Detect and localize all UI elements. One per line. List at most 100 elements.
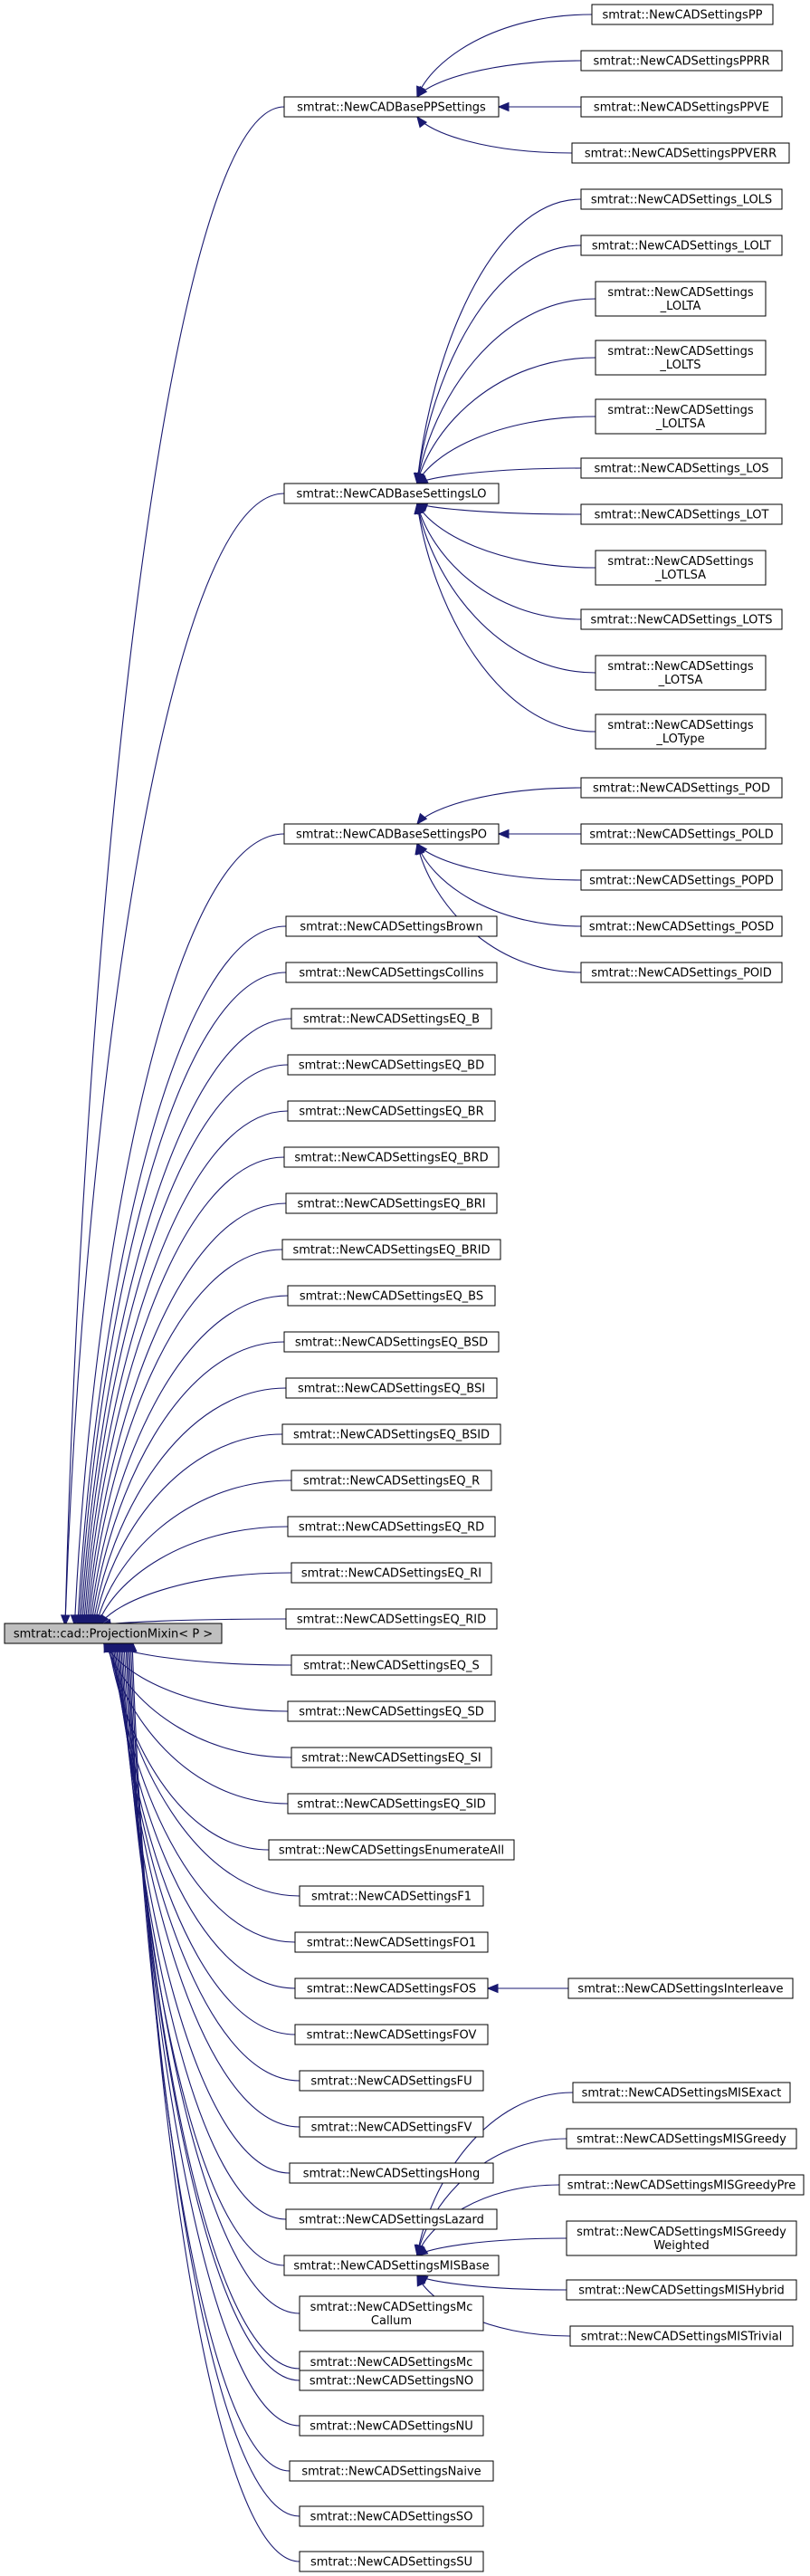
- class-node-smtrat-newcadsettingsfv[interactable]: smtrat::NewCADSettingsFV: [299, 2116, 484, 2138]
- class-node-smtrat-newcadsettings-lotlsa[interactable]: smtrat::NewCADSettings_LOTLSA: [595, 550, 767, 586]
- root-class-node-smtrat-cad-projectionmixin-p[interactable]: smtrat::cad::ProjectionMixin< P >: [4, 1623, 223, 1644]
- class-node-smtrat-newcadsettingsmisgreedy[interactable]: smtrat::NewCADSettingsMISGreedy: [566, 2128, 797, 2150]
- edge-m4: [81, 1064, 289, 1626]
- class-node-smtrat-newcadsettingseq-br[interactable]: smtrat::NewCADSettingsEQ_BR: [287, 1100, 496, 1122]
- class-node-smtrat-newcadsettingseq-bsd[interactable]: smtrat::NewCADSettingsEQ_BSD: [283, 1331, 500, 1353]
- class-name-label: smtrat::NewCADSettingsEQ_BSID: [293, 1429, 490, 1442]
- class-node-smtrat-newcadsettingsmisexact[interactable]: smtrat::NewCADSettingsMISExact: [572, 2082, 791, 2103]
- class-node-smtrat-newcadsettings-posd[interactable]: smtrat::NewCADSettings_POSD: [580, 915, 783, 937]
- class-node-smtrat-newcadsettingslazard[interactable]: smtrat::NewCADSettingsLazard: [285, 2208, 498, 2230]
- class-node-smtrat-newcadsettings-los[interactable]: smtrat::NewCADSettings_LOS: [580, 457, 783, 479]
- class-node-smtrat-newcadsettings-pold[interactable]: smtrat::NewCADSettings_POLD: [580, 823, 783, 845]
- class-node-smtrat-newcadsettingsmistrivial[interactable]: smtrat::NewCADSettingsMISTrivial: [569, 2325, 794, 2347]
- class-node-smtrat-newcadsettings-lols[interactable]: smtrat::NewCADSettings_LOLS: [580, 188, 783, 210]
- class-node-smtrat-newcadsettingscollins[interactable]: smtrat::NewCADSettingsCollins: [285, 962, 498, 983]
- class-box: [285, 1192, 498, 1214]
- class-node-smtrat-newcadsettingseq-sid[interactable]: smtrat::NewCADSettingsEQ_SID: [287, 1793, 496, 1815]
- class-node-smtrat-newcadsettings-lots[interactable]: smtrat::NewCADSettings_LOTS: [580, 608, 783, 630]
- class-node-smtrat-newcadbasesettingslo[interactable]: smtrat::NewCADBaseSettingsLO: [283, 483, 500, 504]
- class-node-smtrat-newcadsettingseq-rd[interactable]: smtrat::NewCADSettingsEQ_RD: [287, 1516, 496, 1537]
- class-box: [294, 1931, 489, 1953]
- class-node-smtrat-newcadsettings-popd[interactable]: smtrat::NewCADSettings_POPD: [580, 869, 783, 891]
- class-node-smtrat-newcadsettings-lolta[interactable]: smtrat::NewCADSettings_LOLTA: [595, 281, 767, 317]
- class-node-smtrat-newcadsettingseq-bsid[interactable]: smtrat::NewCADSettingsEQ_BSID: [281, 1423, 501, 1445]
- class-name-label: smtrat::NewCADSettingsEQ_BS: [300, 1290, 483, 1304]
- class-node-smtrat-newcadbaseppsettings[interactable]: smtrat::NewCADBasePPSettings: [283, 96, 500, 118]
- class-node-smtrat-newcadsettingseq-ri[interactable]: smtrat::NewCADSettingsEQ_RI: [291, 1562, 492, 1584]
- class-node-smtrat-newcadsettingseq-bri[interactable]: smtrat::NewCADSettingsEQ_BRI: [285, 1192, 498, 1214]
- class-node-smtrat-newcadsettingshong[interactable]: smtrat::NewCADSettingsHong: [289, 2162, 494, 2184]
- arrowhead-m35: [128, 1640, 138, 1652]
- class-name-label: smtrat::NewCADSettingsEQ_BR: [299, 1106, 483, 1119]
- class-node-smtrat-newcadsettings-lolt[interactable]: smtrat::NewCADSettings_LOLT: [580, 235, 783, 256]
- class-node-smtrat-newcadsettingseq-brid[interactable]: smtrat::NewCADSettingsEQ_BRID: [281, 1239, 501, 1260]
- class-node-smtrat-newcadsettingspprr[interactable]: smtrat::NewCADSettingsPPRR: [580, 50, 783, 72]
- class-node-smtrat-newcadsettingseq-b[interactable]: smtrat::NewCADSettingsEQ_B: [291, 1008, 492, 1029]
- class-node-smtrat-newcadsettingsno[interactable]: smtrat::NewCADSettingsNO: [299, 2370, 484, 2391]
- class-node-smtrat-newcadsettingseq-s[interactable]: smtrat::NewCADSettingsEQ_S: [291, 1654, 492, 1676]
- class-node-smtrat-newcadsettingseq-si[interactable]: smtrat::NewCADSettingsEQ_SI: [291, 1747, 492, 1768]
- class-node-smtrat-newcadsettingsmisbase[interactable]: smtrat::NewCADSettingsMISBase: [283, 2255, 500, 2276]
- class-name-label: _LOTLSA: [654, 569, 706, 582]
- class-node-smtrat-newcadsettingspp[interactable]: smtrat::NewCADSettingsPP: [591, 4, 774, 25]
- class-box: [268, 1839, 515, 1861]
- class-node-smtrat-newcadsettingseq-bsi[interactable]: smtrat::NewCADSettingsEQ_BSI: [285, 1377, 498, 1399]
- class-node-smtrat-newcadsettings-lotype[interactable]: smtrat::NewCADSettings_LOType: [595, 713, 767, 750]
- class-box: [580, 188, 783, 210]
- class-node-smtrat-newcadsettings-pold[interactable]: smtrat::NewCADSettings_POlD: [580, 962, 783, 983]
- class-node-smtrat-newcadsettingseq-rid[interactable]: smtrat::NewCADSettingsEQ_RID: [285, 1608, 498, 1630]
- class-name-label: smtrat::NewCADSettings_POLD: [589, 828, 773, 842]
- edge-po: [73, 833, 285, 1626]
- class-box: [283, 483, 500, 504]
- class-node-smtrat-newcadsettingsppve[interactable]: smtrat::NewCADSettingsPPVE: [580, 96, 783, 118]
- class-node-smtrat-newcadsettingsnu[interactable]: smtrat::NewCADSettingsNU: [299, 2415, 484, 2437]
- class-node-smtrat-newcadsettingseq-sd[interactable]: smtrat::NewCADSettingsEQ_SD: [287, 1700, 496, 1722]
- class-node-smtrat-newcadsettingseq-r[interactable]: smtrat::NewCADSettingsEQ_R: [291, 1470, 492, 1491]
- class-box: [569, 2325, 794, 2347]
- class-node-smtrat-newcadsettingsfu[interactable]: smtrat::NewCADSettingsFU: [299, 2070, 484, 2092]
- class-node-smtrat-newcadsettingseq-bd[interactable]: smtrat::NewCADSettingsEQ_BD: [287, 1054, 496, 1076]
- class-box: [287, 1793, 496, 1815]
- class-node-smtrat-newcadsettings-lot[interactable]: smtrat::NewCADSettings_LOT: [580, 503, 783, 525]
- edge-po4: [416, 843, 582, 927]
- class-node-smtrat-newcadsettingseq-bs[interactable]: smtrat::NewCADSettingsEQ_BS: [287, 1285, 496, 1307]
- class-name-label: smtrat::NewCADSettingsMISGreedyPre: [567, 2179, 796, 2193]
- class-box: [283, 1146, 500, 1168]
- class-node-smtrat-newcadsettings-lolts[interactable]: smtrat::NewCADSettings_LOLTS: [595, 340, 767, 376]
- class-name-label: _LOTSA: [658, 674, 703, 687]
- class-node-smtrat-newcadsettings-pod[interactable]: smtrat::NewCADSettings_POD: [580, 777, 783, 799]
- class-name-label: smtrat::NewCADSettings_POD: [593, 782, 770, 796]
- class-node-smtrat-newcadsettingsfos[interactable]: smtrat::NewCADSettingsFOS: [294, 1977, 489, 1999]
- class-node-smtrat-newcadsettingsppverr[interactable]: smtrat::NewCADSettingsPPVERR: [571, 142, 790, 164]
- class-box: [299, 2551, 484, 2572]
- edge-m21: [108, 1641, 270, 1851]
- class-name-label: smtrat::NewCADBasePPSettings: [297, 101, 486, 115]
- class-node-smtrat-newcadsettingsso[interactable]: smtrat::NewCADSettingsSO: [299, 2505, 484, 2527]
- edge-m33: [129, 1641, 291, 2472]
- class-node-smtrat-newcadsettings-lotsa[interactable]: smtrat::NewCADSettings_LOTSA: [595, 655, 767, 691]
- edge-m27: [119, 1641, 291, 2174]
- class-name-label: smtrat::NewCADSettings: [607, 404, 754, 417]
- class-name-label: smtrat::NewCADSettingsBrown: [300, 921, 482, 934]
- class-node-smtrat-newcadsettingsnaive[interactable]: smtrat::NewCADSettingsNaive: [289, 2460, 494, 2482]
- class-node-smtrat-newcadsettingsfo1[interactable]: smtrat::NewCADSettingsFO1: [294, 1931, 489, 1953]
- class-name-label: smtrat::NewCADSettingsMISTrivial: [581, 2331, 783, 2344]
- class-node-smtrat-newcadsettingssu[interactable]: smtrat::NewCADSettingsSU: [299, 2551, 484, 2572]
- class-node-smtrat-newcadsettingsinterleave[interactable]: smtrat::NewCADSettingsInterleave: [567, 1977, 794, 1999]
- class-box: [291, 1654, 492, 1676]
- class-node-smtrat-newcadbasesettingspo[interactable]: smtrat::NewCADBaseSettingsPO: [283, 823, 500, 845]
- class-node-smtrat-newcadsettings-loltsa[interactable]: smtrat::NewCADSettings_LOLTSA: [595, 398, 767, 435]
- class-node-smtrat-newcadsettingsmisgreedypre[interactable]: smtrat::NewCADSettingsMISGreedyPre: [558, 2174, 805, 2196]
- class-name-label: smtrat::NewCADSettingsFO1: [307, 1937, 476, 1950]
- class-node-smtrat-newcadsettingsfov[interactable]: smtrat::NewCADSettingsFOV: [294, 2024, 489, 2045]
- class-node-smtrat-newcadsettingsmishybrid[interactable]: smtrat::NewCADSettingsMISHybrid: [566, 2279, 797, 2301]
- class-box: [291, 1008, 492, 1029]
- class-node-smtrat-newcadsettingsenumerateall[interactable]: smtrat::NewCADSettingsEnumerateAll: [268, 1839, 515, 1861]
- class-node-smtrat-newcadsettingsf1[interactable]: smtrat::NewCADSettingsF1: [299, 1885, 484, 1907]
- class-node-smtrat-newcadsettingseq-brd[interactable]: smtrat::NewCADSettingsEQ_BRD: [283, 1146, 500, 1168]
- class-node-smtrat-newcadsettingsbrown[interactable]: smtrat::NewCADSettingsBrown: [285, 915, 498, 937]
- arrowhead-po5: [415, 842, 424, 856]
- class-name-label: Callum: [371, 2314, 412, 2328]
